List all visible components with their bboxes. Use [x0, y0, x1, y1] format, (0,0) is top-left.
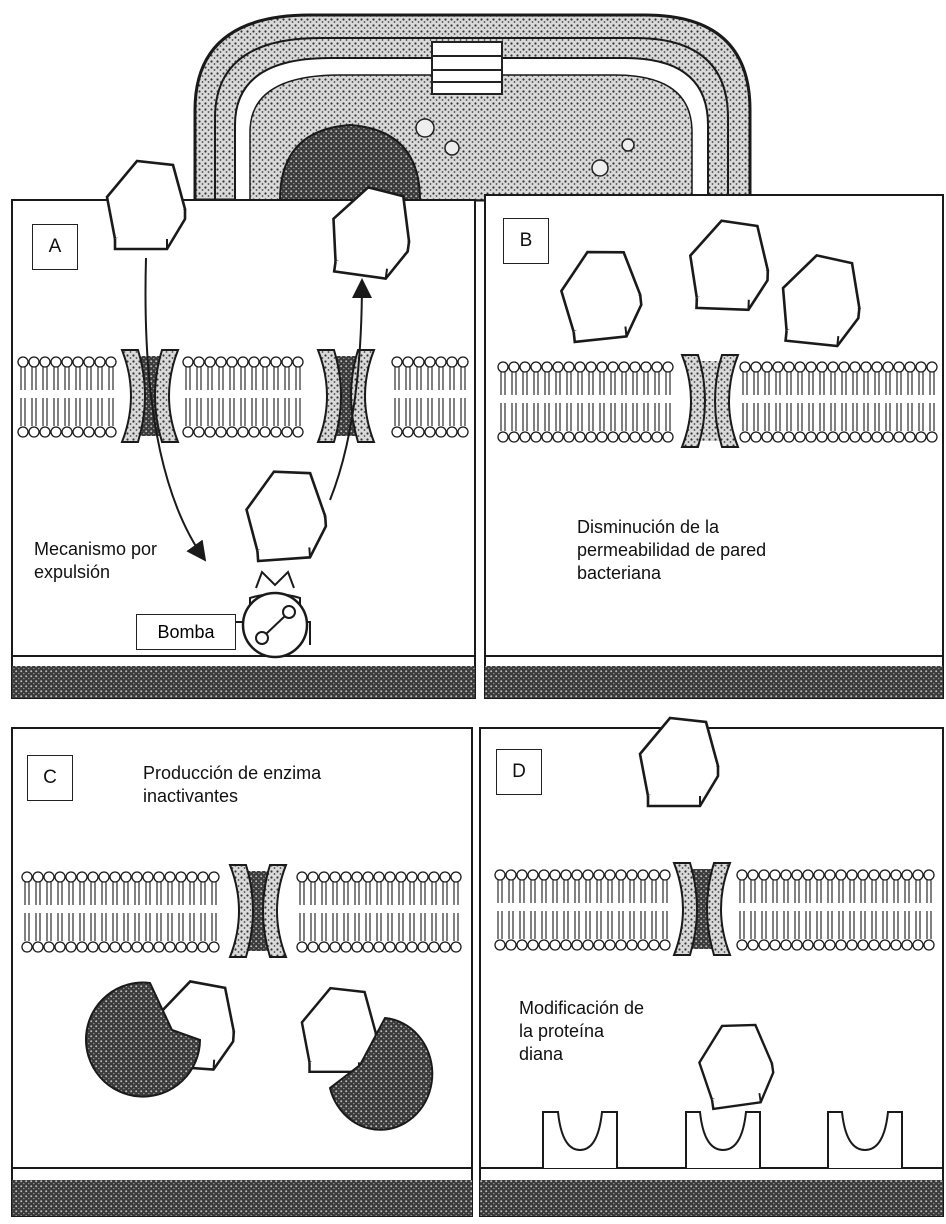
panel-c-caption: Producción de enzima inactivantes	[143, 762, 321, 808]
bacterial-cell	[195, 15, 750, 200]
panel-a-label: A	[32, 224, 78, 270]
panel-d-caption: Modificación de la proteína diana	[519, 997, 644, 1066]
porin-b-narrowed	[682, 355, 738, 447]
panel-d-label: D	[496, 749, 542, 795]
porin-d	[674, 863, 730, 955]
panel-a-caption: Mecanismo por expulsión	[34, 538, 157, 584]
panel-b-caption: Disminución de la permeabilidad de pared…	[577, 516, 766, 585]
panel-c-label: C	[27, 755, 73, 801]
antibiotic-a-entering	[107, 161, 185, 249]
panel-b-label: B	[503, 218, 549, 264]
porin-a-left	[122, 350, 178, 442]
pump-label: Bomba	[136, 614, 236, 650]
porin-c	[230, 865, 286, 957]
porin-a-right	[318, 350, 374, 442]
